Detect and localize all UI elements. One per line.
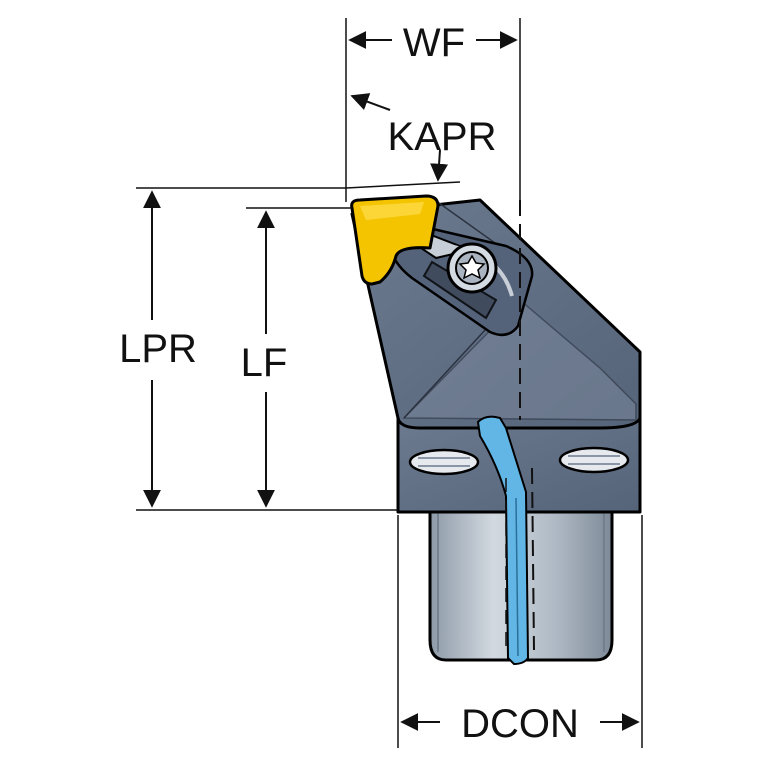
right-slot [558,446,630,474]
dcon-label: DCON [461,702,579,746]
lpr-label: LPR [119,327,197,371]
dimension-wf: WF [348,21,518,65]
kapr-label: KAPR [388,115,497,159]
lf-label: LF [241,341,288,385]
insert [350,194,440,286]
dimension-lf: LF [241,210,288,508]
torx-screw-icon [446,242,498,294]
dimension-lpr: LPR [119,190,197,508]
wf-label: WF [403,21,465,65]
left-slot [408,448,480,476]
extension-lines [136,18,643,748]
coolant-channel [476,415,530,666]
centre-lines [505,200,535,651]
dimension-kapr: KAPR [350,93,497,182]
dimension-dcon: DCON [400,702,640,746]
